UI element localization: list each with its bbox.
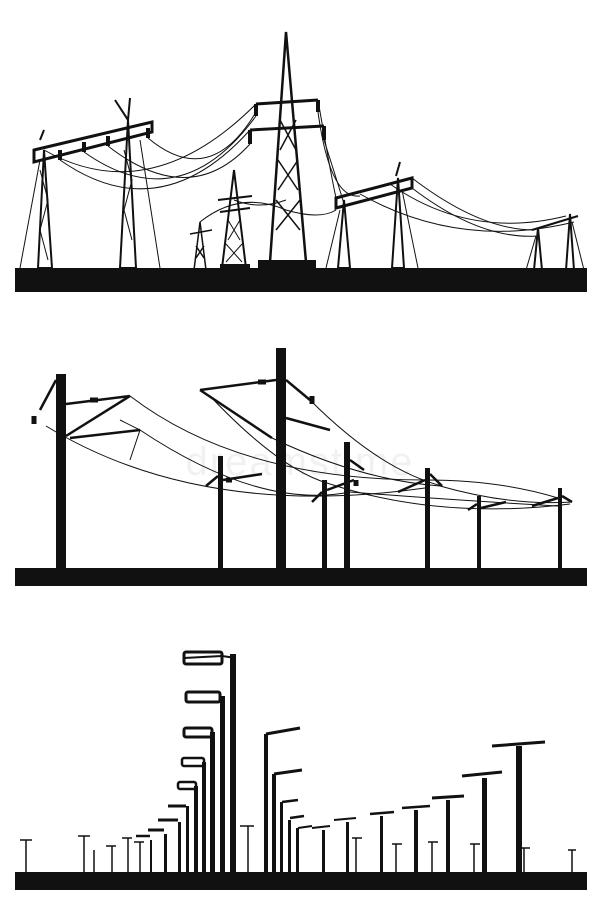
tower-tall <box>248 31 326 272</box>
tower-left <box>19 97 161 269</box>
catenary-poles <box>56 348 562 568</box>
overhead-wires <box>45 395 573 510</box>
street-lamps-scene <box>0 630 600 900</box>
tower-medium <box>217 169 253 272</box>
cantilever-arms <box>38 378 573 512</box>
street-lamps <box>20 650 576 872</box>
street-lamp-icon <box>15 650 587 890</box>
power-wires <box>43 99 575 237</box>
tower-small <box>189 221 213 271</box>
tower-right <box>325 161 419 269</box>
ground-strip <box>15 872 587 890</box>
insulators <box>31 379 359 486</box>
railway-catenary-scene <box>0 330 600 600</box>
catenary-pole-icon <box>15 348 587 586</box>
transmission-tower-icon <box>15 31 587 292</box>
tower-far-right <box>525 213 585 271</box>
power-lines-scene <box>0 0 600 300</box>
ground-strip <box>15 568 587 586</box>
